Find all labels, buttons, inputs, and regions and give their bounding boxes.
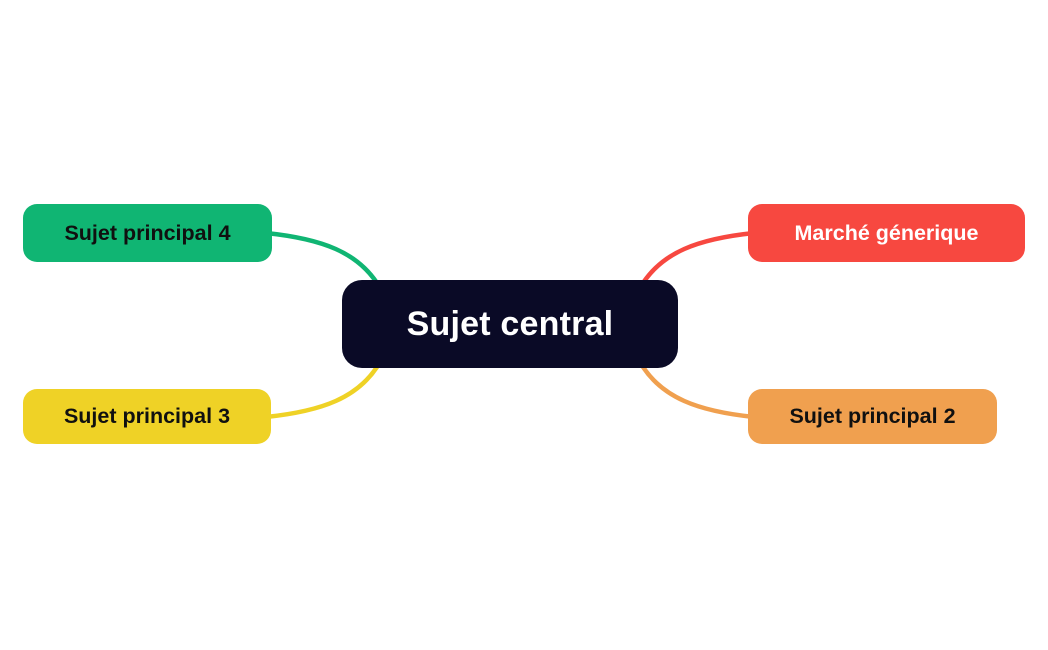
branch-node-label: Sujet principal 2 (789, 404, 956, 428)
branch-node-marche-generique[interactable]: Marché génerique (748, 204, 1025, 262)
branch-node-sujet-principal-3[interactable]: Sujet principal 3 (23, 389, 271, 444)
branch-node-sujet-principal-2[interactable]: Sujet principal 2 (748, 389, 997, 444)
branch-node-label: Sujet principal 4 (64, 220, 231, 245)
connector-top-right (640, 230, 757, 286)
branch-node-label: Sujet principal 3 (63, 404, 231, 428)
connector-top-left (263, 230, 380, 286)
central-topic-node[interactable]: Sujet central (342, 280, 678, 368)
central-topic-label: Sujet central (406, 304, 614, 343)
connector-bottom-left (263, 364, 380, 420)
connector-bottom-right (640, 364, 757, 420)
branch-node-label: Marché génerique (794, 220, 979, 245)
branch-node-sujet-principal-4[interactable]: Sujet principal 4 (23, 204, 272, 262)
